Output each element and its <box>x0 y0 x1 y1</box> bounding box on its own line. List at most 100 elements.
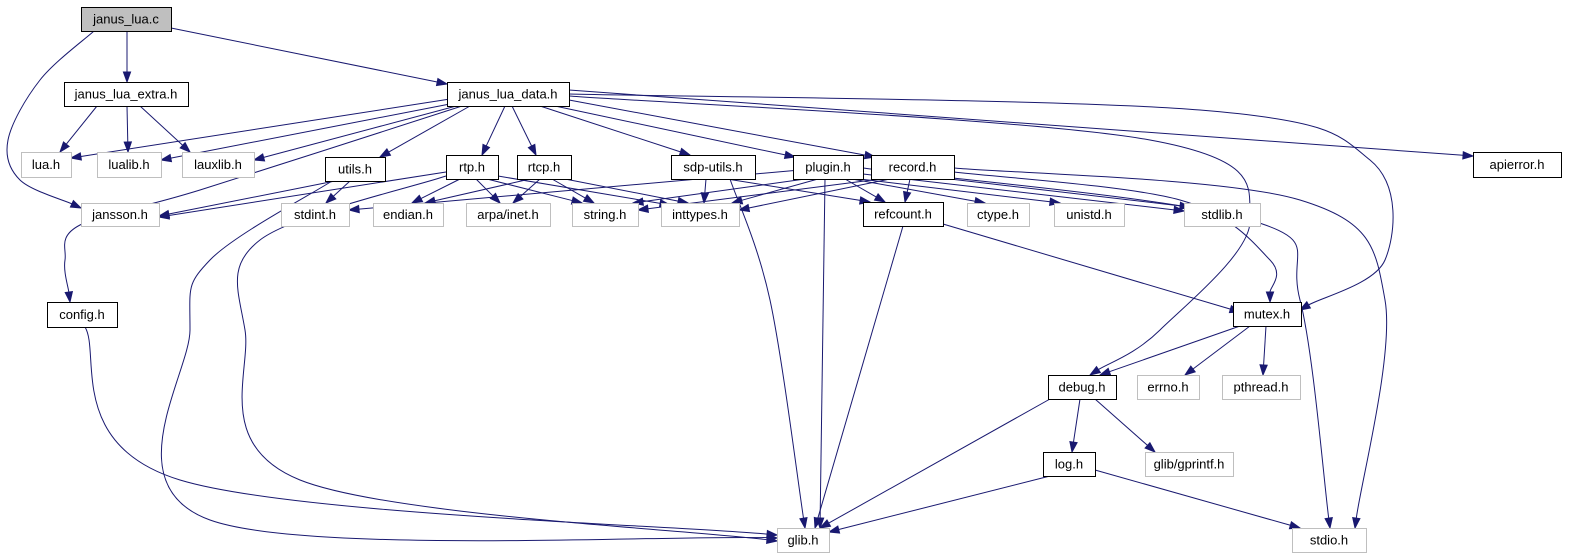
edge-janus_lua_data_h-to-lua_h <box>69 98 451 161</box>
node-stdio-h[interactable]: stdio.h <box>1292 528 1367 553</box>
edge-arrowhead <box>582 194 596 204</box>
node-apierror-h[interactable]: apierror.h <box>1473 152 1562 178</box>
node-rtcp-h[interactable]: rtcp.h <box>517 155 572 180</box>
edge-arrowhead <box>157 211 171 220</box>
edge-arrowhead <box>1324 517 1333 530</box>
edge-line <box>520 178 541 197</box>
node-glib-h[interactable]: glib.h <box>777 528 830 553</box>
node-label: log.h <box>1055 457 1083 472</box>
edge-line <box>828 398 1051 524</box>
node-plugin-h[interactable]: plugin.h <box>793 155 864 180</box>
node-box <box>1233 302 1302 327</box>
edge-line <box>1072 398 1081 443</box>
edge-config_h-to-glib_h <box>84 326 779 539</box>
node-lualib-h[interactable]: lualib.h <box>97 152 162 178</box>
node-label: stdlib.h <box>1201 207 1242 222</box>
edge-line <box>1263 325 1267 366</box>
node-glib-gprintf-h[interactable]: glib/gprintf.h <box>1145 452 1234 477</box>
edge-record_h-to-refcount_h <box>903 178 912 204</box>
node-sdp-utils-h[interactable]: sdp-utils.h <box>671 155 756 180</box>
node-log-h[interactable]: log.h <box>1043 452 1096 477</box>
node-box <box>1054 203 1125 227</box>
edge-janus_lua_c-to-jansson_h <box>6 30 95 209</box>
edge-line <box>554 105 786 156</box>
node-box <box>1137 375 1200 400</box>
node-config-h[interactable]: config.h <box>47 302 118 328</box>
edge-sdp_utils_h-to-inttypes_h <box>700 178 710 205</box>
edge-line <box>420 178 461 199</box>
edge-line <box>1094 398 1148 446</box>
node-errno-h[interactable]: errno.h <box>1137 375 1200 400</box>
node-label: arpa/inet.h <box>477 207 538 222</box>
edge-line <box>859 178 1051 203</box>
node-utils-h[interactable]: utils.h <box>325 157 386 182</box>
edge-arrowhead <box>1098 367 1112 376</box>
edge-line <box>84 326 768 535</box>
node-record-h[interactable]: record.h <box>871 155 955 180</box>
edge-arrowhead <box>873 193 887 203</box>
edge-arrowhead <box>435 77 449 87</box>
node-box <box>871 155 955 180</box>
node-lua-h[interactable]: lua.h <box>21 152 72 178</box>
node-label: debug.h <box>1059 380 1106 395</box>
edge-arrowhead <box>69 199 83 209</box>
node-lauxlib-h[interactable]: lauxlib.h <box>182 152 255 178</box>
edge-sdp_utils_h-to-glib_h <box>729 178 808 530</box>
edge-arrowhead <box>252 153 266 162</box>
node-box <box>863 202 944 227</box>
edge-rtp_h-to-jansson_h <box>157 171 447 220</box>
node-unistd-h[interactable]: unistd.h <box>1054 203 1125 227</box>
edge-line <box>568 99 866 156</box>
edge-line <box>838 475 1051 531</box>
node-box <box>777 528 830 553</box>
node-label: sdp-utils.h <box>683 160 742 175</box>
node-debug-h[interactable]: debug.h <box>1048 375 1117 400</box>
edge-arrowhead <box>1259 364 1268 377</box>
edge-line <box>263 104 461 158</box>
node-jansson-h[interactable]: jansson.h <box>81 203 160 227</box>
node-box <box>1043 452 1096 477</box>
node-label: utils.h <box>338 162 372 177</box>
node-label: jansson.h <box>91 207 148 222</box>
node-label: plugin.h <box>805 160 851 175</box>
node-label: refcount.h <box>874 207 932 222</box>
edge-arrowhead <box>1288 520 1302 530</box>
edge-line <box>64 105 463 293</box>
edge-line <box>906 178 911 193</box>
node-label: mutex.h <box>1244 307 1290 322</box>
node-rtp-h[interactable]: rtp.h <box>446 155 499 180</box>
node-janus-lua-extra-h[interactable]: janus_lua_extra.h <box>64 82 189 107</box>
edge-arrowhead <box>766 535 779 544</box>
edge-arrowhead <box>410 194 424 204</box>
node-label: glib/gprintf.h <box>1154 457 1225 472</box>
edge-rtp_h-to-string_h <box>486 178 584 205</box>
node-janus-lua-data-h[interactable]: janus_lua_data.h <box>447 82 570 107</box>
edge-debug_h-to-log_h <box>1069 398 1081 454</box>
edge-arrowhead <box>827 525 841 534</box>
node-stdint-h[interactable]: stdint.h <box>281 203 350 227</box>
node-box <box>1292 528 1367 553</box>
node-janus-lua-c[interactable]: janus_lua.c <box>81 7 172 32</box>
edge-janus_lua_extra_h-to-lualib_h <box>123 105 133 154</box>
edge-line <box>1192 325 1251 370</box>
node-stdlib-h[interactable]: stdlib.h <box>1184 203 1261 227</box>
node-label: ctype.h <box>977 207 1019 222</box>
node-endian-h[interactable]: endian.h <box>373 203 444 227</box>
edge-record_h-to-inttypes_h <box>737 178 891 213</box>
edge-arrowhead <box>1183 365 1197 376</box>
node-mutex-h[interactable]: mutex.h <box>1233 302 1302 327</box>
edge-janus_lua_data_h-to-rtp_h <box>481 105 506 157</box>
edge-line <box>642 178 806 203</box>
node-label: unistd.h <box>1066 207 1112 222</box>
node-refcount-h[interactable]: refcount.h <box>863 202 944 227</box>
node-inttypes-h[interactable]: inttypes.h <box>661 203 740 227</box>
edge-rtp_h-to-glib_h <box>236 175 779 544</box>
node-label: lauxlib.h <box>194 157 242 172</box>
edge-record_h-to-mutex_h <box>953 171 1278 304</box>
edge-janus_lua_data_h-to-lauxlib_h <box>252 104 461 162</box>
node-pthread-h[interactable]: pthread.h <box>1222 375 1301 400</box>
node-string-h[interactable]: string.h <box>572 203 639 227</box>
node-arpa-inet-h[interactable]: arpa/inet.h <box>466 203 551 227</box>
edge-line <box>236 175 768 541</box>
node-ctype-h[interactable]: ctype.h <box>967 203 1030 227</box>
